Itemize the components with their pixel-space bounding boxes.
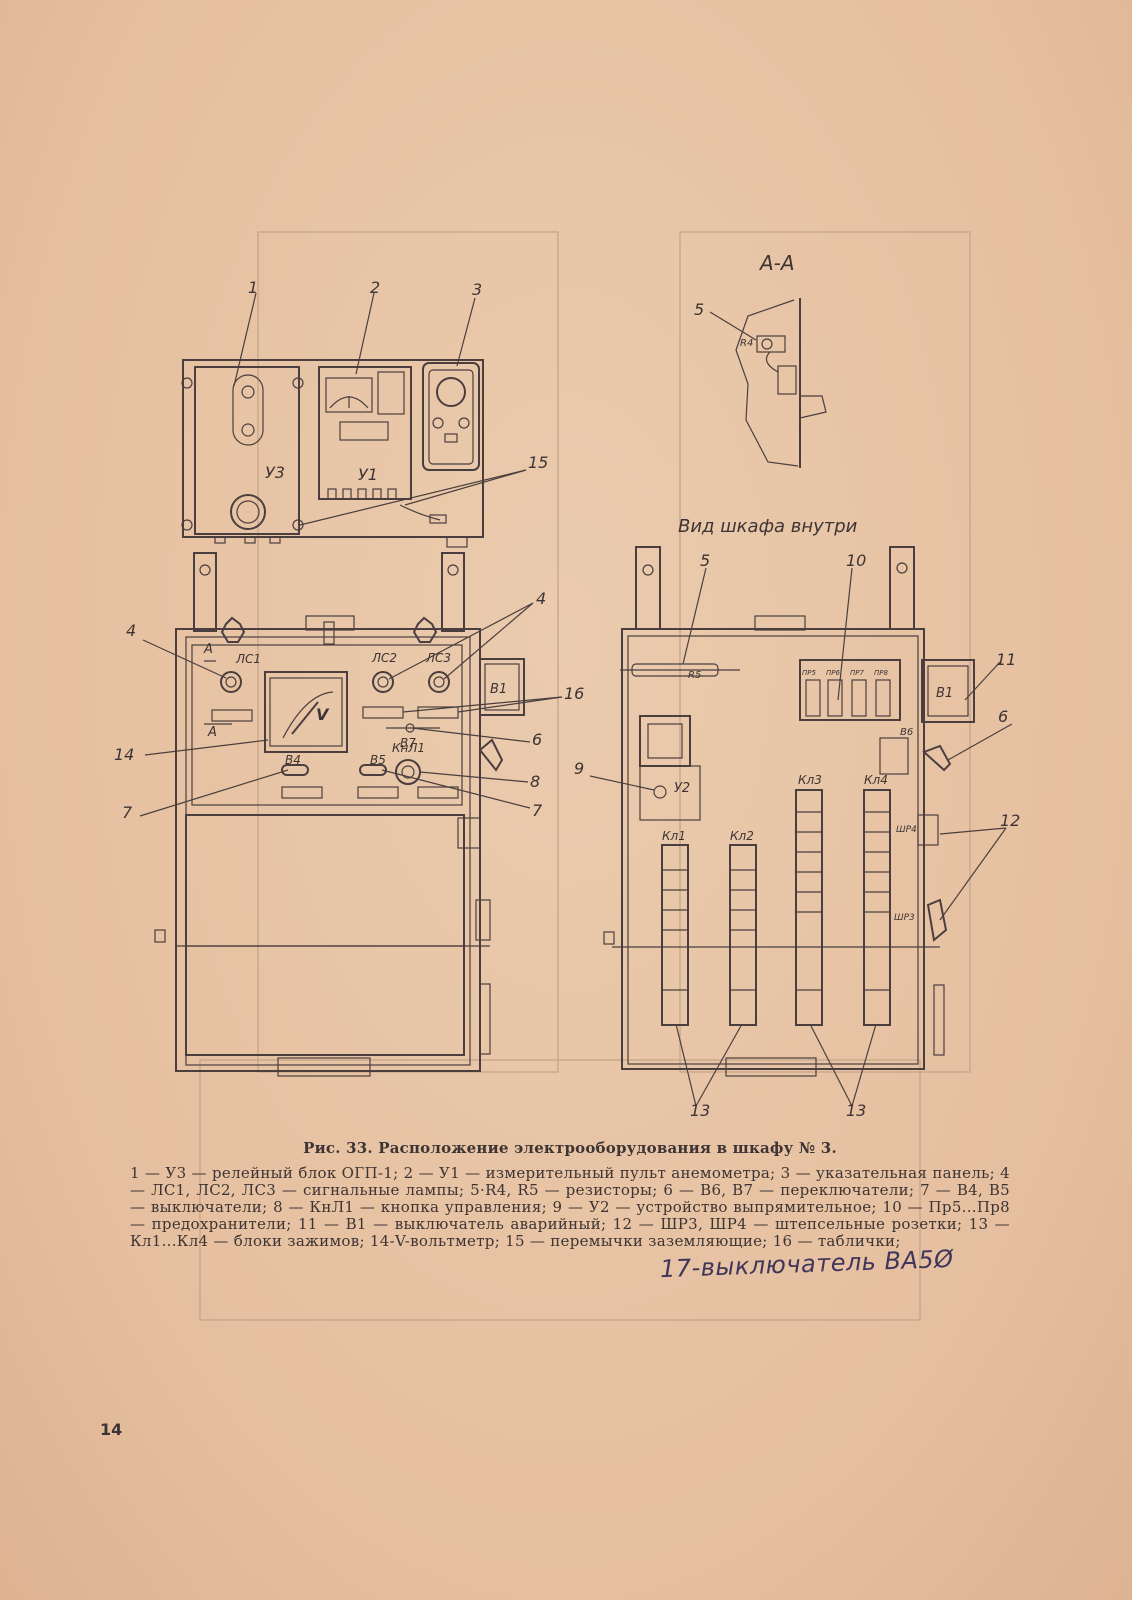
callout-2: 2 [370, 278, 380, 297]
svg-text:А: А [203, 642, 213, 657]
svg-text:ЛС1: ЛС1 [235, 652, 261, 666]
svg-text:ШР3: ШР3 [894, 913, 915, 923]
callout-5-inside: 5 [700, 551, 710, 570]
callout-3: 3 [472, 280, 482, 299]
svg-text:R5: R5 [688, 670, 701, 681]
callout-9: 9 [574, 759, 584, 778]
callout-4-left: 4 [126, 621, 136, 640]
svg-text:ЛС2: ЛС2 [371, 651, 397, 665]
caption-title: Рис. 33. Расположение электрооборудовани… [303, 1139, 837, 1157]
svg-text:А: А [207, 725, 217, 740]
callout-15: 15 [528, 453, 548, 472]
svg-text:В6: В6 [900, 727, 913, 738]
front-callouts: 1 2 3 4 4 15 16 14 6 8 7 7 [114, 278, 584, 822]
inside-cabinet: Вид шкафа внутри R5 ПР5 ПР6 ПР7 ПР8 У2 В… [603, 516, 975, 1077]
svg-text:ШР4: ШР4 [896, 825, 917, 835]
indicator-panel [422, 362, 480, 471]
terminal-block-kl2 [729, 844, 757, 1026]
section-a-a: А-А 5 R4 [694, 251, 827, 468]
callout-5-section: 5 [694, 300, 704, 319]
svg-text:ЛС3: ЛС3 [425, 651, 451, 665]
callout-8: 8 [530, 772, 540, 791]
svg-text:В5: В5 [370, 753, 386, 767]
callout-16: 16 [564, 684, 584, 703]
svg-text:Кл3: Кл3 [798, 773, 822, 787]
svg-text:В1: В1 [490, 682, 507, 697]
callout-7-left: 7 [122, 803, 133, 822]
callout-14: 14 [114, 745, 134, 764]
terminal-block-kl4 [863, 789, 891, 1026]
front-cabinet: У3 У1 [154, 359, 525, 1077]
terminal-block-kl3 [795, 789, 823, 1026]
callout-4-right: 4 [536, 589, 546, 608]
svg-text:R4: R4 [740, 338, 753, 349]
svg-text:У2: У2 [674, 781, 690, 796]
svg-text:ПР8: ПР8 [874, 669, 888, 677]
svg-text:Кл1: Кл1 [662, 829, 686, 843]
relay-block-u3 [194, 366, 300, 535]
figure-caption: Рис. 33. Расположение электрооборудовани… [130, 1140, 1010, 1250]
inside-view-label: Вид шкафа внутри [678, 516, 858, 537]
label-u3: У3 [265, 463, 285, 482]
inside-callouts: 5 10 11 6 9 12 13 13 [574, 551, 1020, 1120]
callout-11: 11 [996, 650, 1016, 669]
voltmeter-v-label: V [316, 705, 330, 724]
terminal-block-kl1 [661, 844, 689, 1026]
callout-12: 12 [1000, 811, 1020, 830]
voltmeter [264, 671, 348, 753]
svg-text:В7: В7 [400, 736, 416, 750]
svg-text:Кл2: Кл2 [730, 829, 754, 843]
label-u1: У1 [358, 465, 378, 484]
svg-text:В1: В1 [936, 686, 953, 701]
callout-7-right: 7 [532, 801, 543, 820]
page-number: 14 [100, 1420, 123, 1439]
caption-legend: 1 — У3 — релейный блок ОГП-1; 2 — У1 — и… [130, 1164, 1010, 1250]
instrument-panel [182, 359, 484, 538]
callout-6-front: 6 [532, 730, 542, 749]
svg-text:ПР5: ПР5 [802, 669, 816, 677]
fuses-block [799, 659, 901, 721]
callout-6-inside: 6 [998, 707, 1008, 726]
callout-13-left: 13 [690, 1101, 710, 1120]
svg-text:ПР6: ПР6 [826, 669, 840, 677]
svg-text:КнЛ1: КнЛ1 [392, 741, 425, 755]
section-a-a-label: А-А [758, 251, 795, 275]
svg-text:Кл4: Кл4 [864, 773, 888, 787]
callout-10: 10 [846, 551, 866, 570]
svg-text:В4: В4 [285, 753, 301, 767]
callout-1: 1 [248, 278, 258, 297]
svg-text:ПР7: ПР7 [850, 669, 864, 677]
callout-13-right: 13 [846, 1101, 866, 1120]
